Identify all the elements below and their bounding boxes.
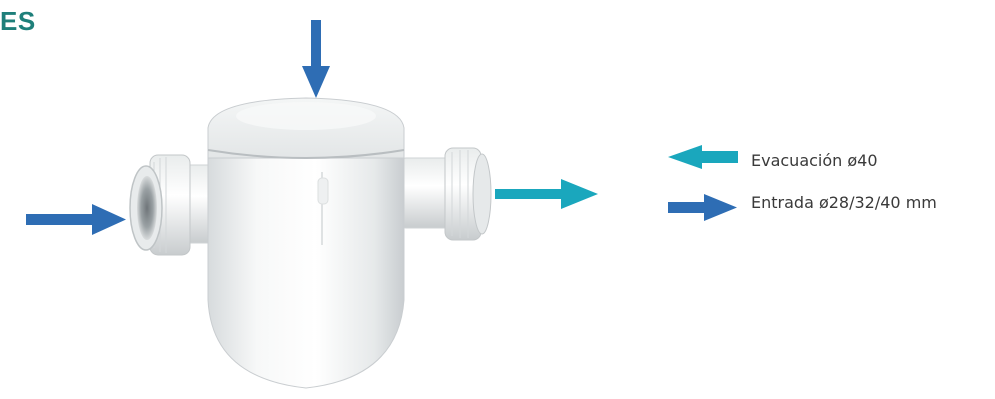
inlet-arrow-top (302, 20, 330, 98)
legend-outlet-arrow (668, 145, 738, 169)
legend-inlet-arrow (668, 194, 737, 221)
page-code-label: ES (0, 6, 36, 36)
legend-inlet-label: Entrada ø28/32/40 mm (751, 193, 937, 212)
inlet-arrow-left (26, 204, 126, 235)
legend-outlet-label: Evacuación ø40 (751, 151, 878, 170)
outlet-arrow-right (495, 179, 598, 209)
siphon-product (129, 97, 492, 389)
